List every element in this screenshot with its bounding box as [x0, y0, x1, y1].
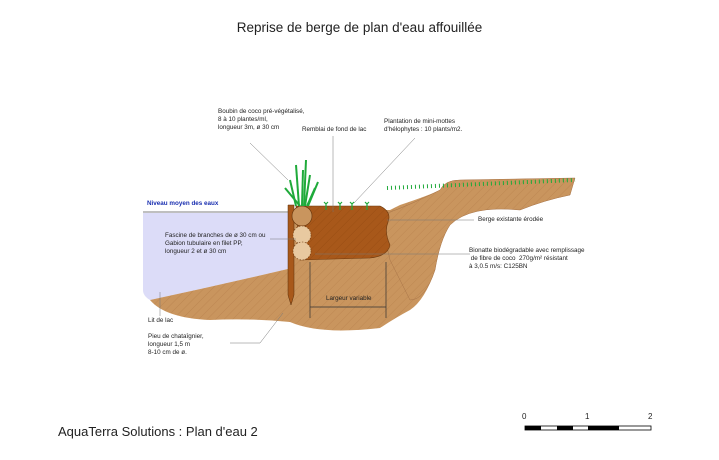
diagram-title: Reprise de berge de plan d'eau affouillé…	[236, 20, 483, 35]
stake-label: Pieu de chataîgnier, longueur 1,5 m 8-10…	[148, 333, 204, 356]
scale-tick-0: 0	[522, 412, 527, 421]
fascine-label: Fascine de branches de ø 30 cm ou Gabion…	[165, 232, 266, 255]
lake-bed-label: Lit de lac	[148, 317, 174, 324]
chestnut-stake	[287, 204, 295, 306]
water-level-label: Niveau moyen des eaux	[147, 200, 219, 207]
eroded-bank-label: Berge existante érodée	[478, 216, 544, 223]
leader-lines	[159, 136, 474, 344]
helophyte-plants	[284, 159, 319, 207]
coir-roll	[291, 205, 313, 227]
fascine	[292, 225, 312, 245]
width-label: Largeur variable	[326, 295, 372, 302]
company-footer: AquaTerra Solutions : Plan d'eau 2	[58, 424, 258, 439]
width-dimension	[309, 262, 387, 318]
plantation-label: Plantation de mini-mottes d'hélophytes :…	[384, 118, 463, 133]
lake-bottom-fill	[295, 205, 391, 261]
scale-tick-1: 1	[585, 412, 590, 421]
scale-bar	[524, 425, 652, 431]
bank-grass	[386, 178, 576, 190]
water-body	[143, 213, 292, 300]
scale-tick-2: 2	[648, 412, 653, 421]
fill-label: Remblai de fond de lac	[302, 126, 367, 133]
mat-label: Bionatte biodégradable avec remplissage …	[469, 247, 585, 270]
fascine	[292, 241, 312, 261]
mini-plugs	[323, 201, 370, 210]
coir-roll-label: Boubin de coco pré-végétalisé, 8 à 10 pl…	[218, 108, 305, 131]
eroded-bank	[379, 177, 576, 301]
